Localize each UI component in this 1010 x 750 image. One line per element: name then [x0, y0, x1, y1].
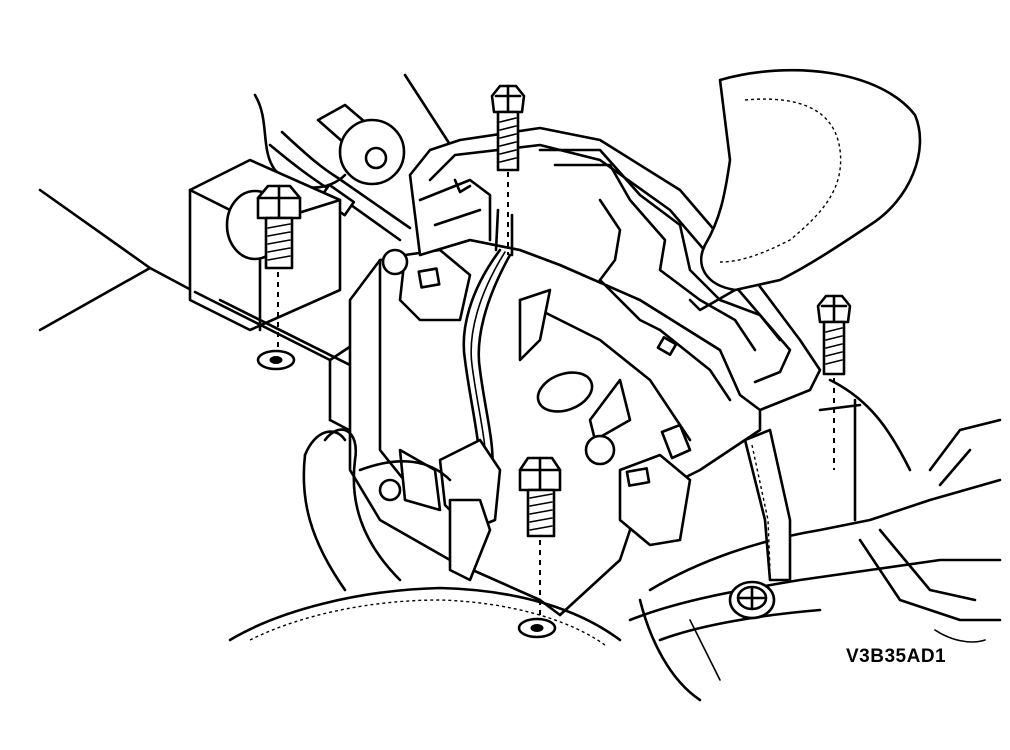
wire-connector — [378, 438, 502, 582]
floor-boss — [228, 586, 622, 646]
transmission-housing — [628, 378, 1002, 702]
bolt-lower-right — [728, 580, 776, 620]
screw-right — [816, 294, 852, 470]
bolt-left — [256, 184, 302, 371]
lower-hoses — [302, 428, 452, 592]
wiring-harness — [462, 208, 514, 472]
gear-strip — [743, 428, 792, 582]
shift-lever-knob — [688, 68, 922, 312]
figure-reference-code: V3B35AD1 — [846, 646, 947, 667]
gate-plate — [408, 126, 822, 412]
screw-top — [490, 84, 526, 255]
bolt-center — [517, 456, 562, 639]
floor-panel-left — [38, 188, 197, 332]
